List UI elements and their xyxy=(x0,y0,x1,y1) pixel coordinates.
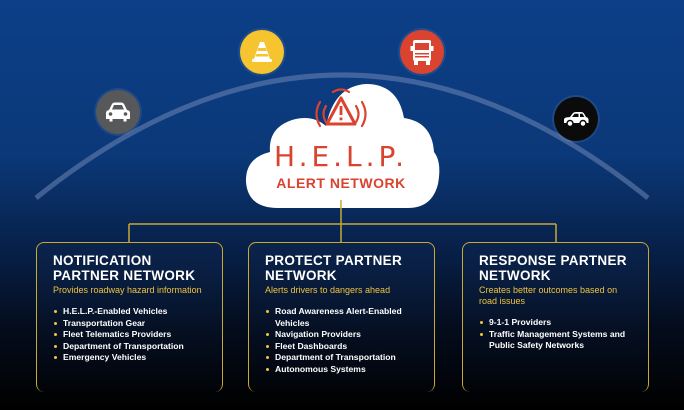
list-item: Road Awareness Alert-Enabled Vehicles xyxy=(265,306,420,329)
list-item: Fleet Telematics Providers xyxy=(53,329,208,341)
card-item-list: Road Awareness Alert-Enabled Vehicles Na… xyxy=(265,306,420,375)
notification-partner-network-card: NOTIFICATION PARTNER NETWORK Provides ro… xyxy=(36,242,223,392)
list-item: Department of Transportation xyxy=(53,341,208,353)
list-item: H.E.L.P.-Enabled Vehicles xyxy=(53,306,208,318)
card-item-list: 9-1-1 Providers Traffic Management Syste… xyxy=(479,317,634,352)
list-item: Autonomous Systems xyxy=(265,364,420,376)
card-title: PROTECT PARTNER NETWORK xyxy=(265,253,403,283)
list-item: Transportation Gear xyxy=(53,318,208,330)
list-item: Navigation Providers xyxy=(265,329,420,341)
card-description: Creates better outcomes based on road is… xyxy=(479,285,618,306)
card-item-list: H.E.L.P.-Enabled Vehicles Transportation… xyxy=(53,306,208,364)
list-item: 9-1-1 Providers xyxy=(479,317,634,329)
truck-front-icon xyxy=(410,40,434,65)
card-description: Provides roadway hazard information xyxy=(53,285,202,295)
car-side-icon xyxy=(564,112,589,128)
card-title: RESPONSE PARTNER NETWORK xyxy=(479,253,627,283)
cloud-shape xyxy=(245,84,440,208)
hub-title: H.E.L.P. xyxy=(274,140,408,173)
car-front-icon xyxy=(106,102,130,122)
help-alert-network-hub: H.E.L.P. ALERT NETWORK xyxy=(238,72,444,212)
warning-triangle-broadcast-icon xyxy=(315,88,367,128)
list-item: Fleet Dashboards xyxy=(265,341,420,353)
arc-node-truck-front xyxy=(400,30,444,74)
arc-node-car-front xyxy=(96,90,140,134)
list-item: Department of Transportation xyxy=(265,352,420,364)
list-item: Traffic Management Systems and Public Sa… xyxy=(479,329,634,352)
card-title: NOTIFICATION PARTNER NETWORK xyxy=(53,253,196,283)
arc-node-traffic-cone xyxy=(240,30,284,74)
response-partner-network-card: RESPONSE PARTNER NETWORK Creates better … xyxy=(462,242,649,392)
hub-subtitle: ALERT NETWORK xyxy=(276,175,406,191)
protect-partner-network-card: PROTECT PARTNER NETWORK Alerts drivers t… xyxy=(248,242,435,392)
arc-node-car-side xyxy=(554,97,598,141)
card-description: Alerts drivers to dangers ahead xyxy=(265,285,391,295)
traffic-cone-icon xyxy=(252,42,272,62)
list-item: Emergency Vehicles xyxy=(53,352,208,364)
